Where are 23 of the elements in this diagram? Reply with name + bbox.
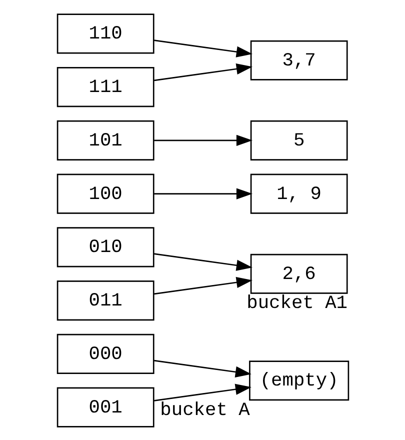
arrow [154,276,252,294]
node-box: 001 [56,386,154,427]
node-box: 000 [56,333,154,374]
node-box: 101 [56,120,154,160]
node-box: 3,7 [250,40,348,80]
arrow [154,188,252,199]
node-box: (empty) [248,360,349,400]
arrow [154,39,252,57]
node-box: 110 [56,13,154,54]
arrow [154,252,252,270]
arrow [154,383,251,401]
node-box: 010 [56,226,154,267]
arrow [154,134,252,146]
node-box: 100 [56,173,154,214]
node-label: bucket A [160,398,250,420]
arrow [154,359,251,377]
node-box: 5 [250,120,348,160]
node-box: 2,6 [250,253,348,294]
node-label: bucket A1 [246,292,348,314]
node-box: 011 [56,280,154,320]
node-box: 1, 9 [250,173,348,214]
node-box: 111 [56,66,154,107]
arrow [154,62,252,81]
